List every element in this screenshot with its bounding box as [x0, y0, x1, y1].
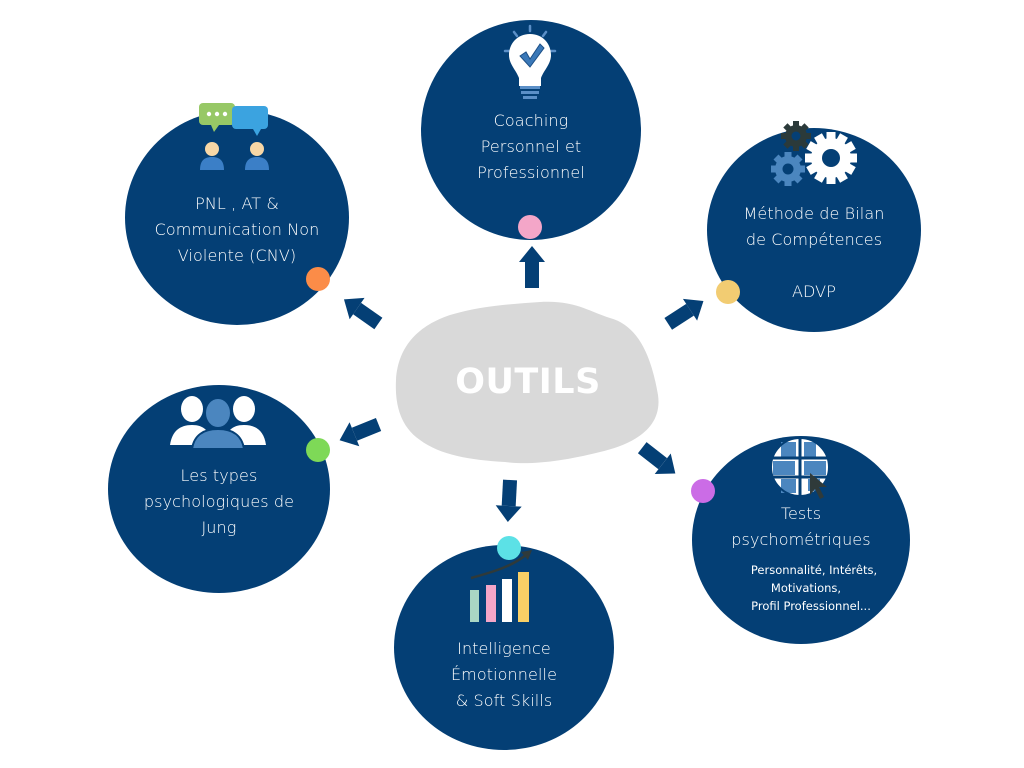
- conversation-people-icon: [199, 103, 269, 170]
- node-intelligence-label: Intelligence Émotionnelle & Soft Skills: [394, 636, 614, 714]
- node-tests-sublabel: Personnalité, Intérêts, Motivations, Pro…: [692, 561, 910, 615]
- arrow-to-pnl: [343, 297, 383, 330]
- label-line: [707, 253, 921, 279]
- globe-cursor-icon: [770, 437, 830, 499]
- node-jung-label: Les types psychologiques de Jung: [108, 463, 330, 541]
- dot-tests: [691, 479, 715, 503]
- sub-line: Personnalité, Intérêts,: [750, 563, 878, 577]
- label-line: de Compétences: [745, 230, 883, 249]
- node-jung[interactable]: Les types psychologiques de Jung: [108, 385, 330, 593]
- sub-line: Motivations,: [770, 581, 842, 595]
- label-line: Les types: [180, 466, 258, 485]
- lightbulb-check-icon: [503, 24, 557, 99]
- arrow-to-bilan: [664, 298, 704, 330]
- label-line: ADVP: [792, 282, 836, 301]
- label-line: & Soft Skills: [455, 691, 553, 710]
- dot-coaching: [518, 215, 542, 239]
- label-line: psychométriques: [731, 530, 871, 549]
- center-blob-shape: [395, 301, 659, 464]
- node-tests-label: Tests psychométriques: [692, 501, 910, 553]
- label-line: PNL , AT &: [195, 194, 279, 213]
- node-bilan-label: Méthode de Bilan de Compétences ADVP: [707, 201, 921, 305]
- growth-chart-icon: [470, 550, 532, 622]
- node-coaching-label: Coaching Personnel et Professionnel: [421, 108, 641, 186]
- dot-intelligence: [497, 536, 521, 560]
- label-line: Coaching: [493, 111, 569, 130]
- label-line: Personnel et: [480, 137, 582, 156]
- arrow-to-coaching: [519, 246, 545, 288]
- label-line: Tests: [780, 504, 822, 523]
- arrow-to-tests: [637, 442, 676, 474]
- label-line: Professionnel: [477, 163, 585, 182]
- label-line: Jung: [201, 518, 237, 537]
- label-line: Communication Non: [154, 220, 320, 239]
- label-line: psychologiques de: [143, 492, 295, 511]
- label-line: Méthode de Bilan: [743, 204, 885, 223]
- node-pnl-label: PNL , AT & Communication Non Violente (C…: [125, 191, 349, 269]
- center-title: OUTILS: [455, 362, 601, 402]
- label-line: Émotionnelle: [450, 665, 558, 684]
- sub-line: Profil Professionnel...: [751, 599, 871, 613]
- arrow-to-jung: [339, 418, 382, 447]
- people-group-icon: [170, 396, 266, 450]
- dot-bilan: [716, 280, 740, 304]
- dot-pnl: [306, 267, 330, 291]
- arrow-to-intelligence: [495, 479, 522, 522]
- gears-icon: [771, 121, 857, 186]
- label-line: Violente (CNV): [177, 246, 297, 265]
- dot-jung: [306, 438, 330, 462]
- label-line: Intelligence: [457, 639, 551, 658]
